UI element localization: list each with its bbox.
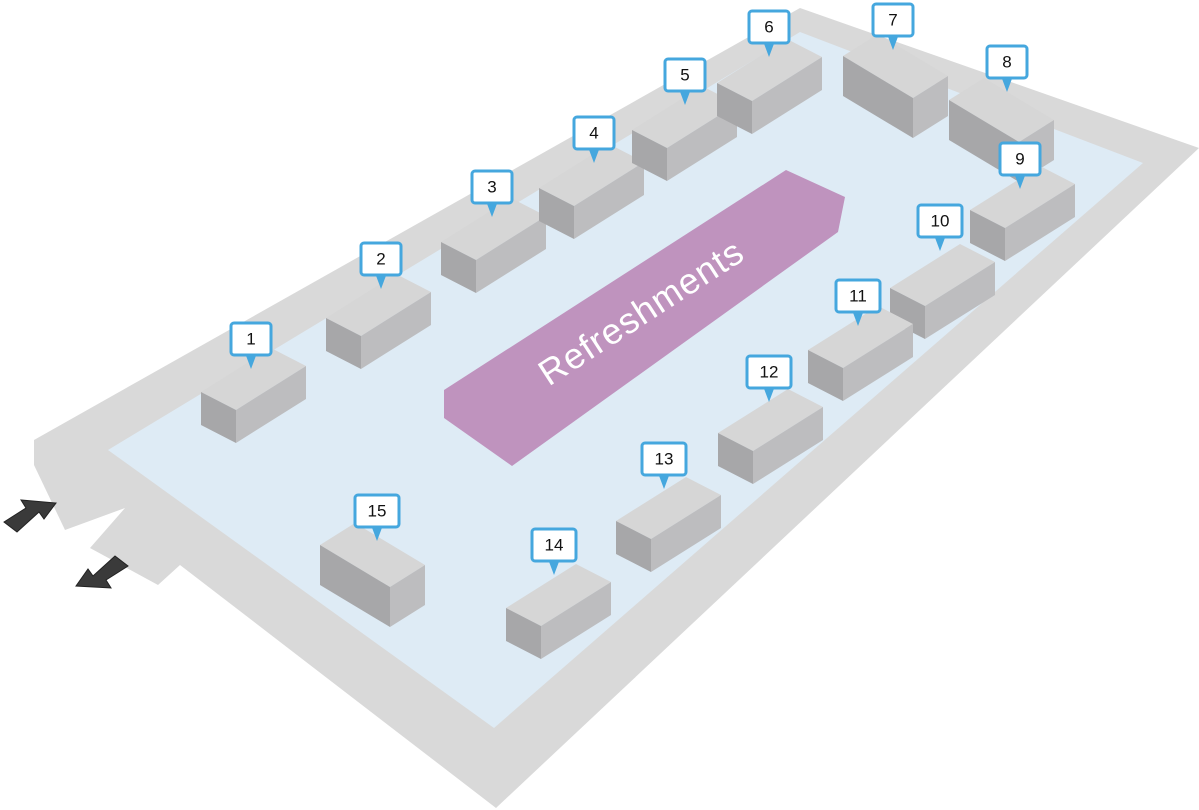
booth-12[interactable]: [718, 389, 823, 484]
booth-number-label: 11: [849, 287, 867, 306]
booth-3[interactable]: [441, 198, 546, 293]
booth-marker-12[interactable]: 12: [745, 354, 793, 402]
booth-number-label: 13: [655, 450, 674, 469]
booth-10[interactable]: [890, 244, 995, 339]
entry-arrow-icon: [3, 499, 57, 533]
booth-marker-4[interactable]: 4: [572, 115, 616, 163]
booth-number-label: 8: [1002, 53, 1011, 72]
booth-marker-7[interactable]: 7: [871, 2, 915, 50]
booth-13[interactable]: [616, 477, 721, 572]
booth-marker-5[interactable]: 5: [663, 57, 707, 105]
booth-marker-10[interactable]: 10: [916, 203, 964, 251]
booth-15[interactable]: [320, 523, 425, 627]
booth-marker-8[interactable]: 8: [985, 44, 1029, 92]
booth-number-label: 4: [589, 124, 598, 143]
booth-6[interactable]: [717, 39, 822, 134]
refreshments-table: [444, 170, 845, 466]
booth-2[interactable]: [326, 274, 431, 369]
booth-number-label: 6: [764, 18, 773, 37]
booth-marker-14[interactable]: 14: [530, 527, 578, 575]
booth-number-label: 15: [368, 502, 387, 521]
booth-marker-15[interactable]: 15: [353, 493, 401, 541]
booth-number-label: 9: [1015, 150, 1024, 169]
booth-number-label: 2: [376, 250, 385, 269]
booth-7[interactable]: [843, 34, 948, 138]
booth-4[interactable]: [539, 144, 644, 239]
booth-1[interactable]: [201, 348, 306, 443]
booth-number-label: 12: [760, 363, 779, 382]
booth-14[interactable]: [506, 564, 611, 659]
booth-11[interactable]: [808, 306, 913, 401]
booth-number-label: 5: [680, 66, 689, 85]
booth-marker-11[interactable]: 11: [834, 278, 882, 326]
booth-marker-6[interactable]: 6: [747, 9, 791, 57]
booth-marker-9[interactable]: 9: [998, 141, 1042, 189]
booth-marker-3[interactable]: 3: [470, 169, 514, 217]
booth-number-label: 14: [545, 536, 564, 555]
booth-marker-13[interactable]: 13: [640, 441, 688, 489]
booth-number-label: 3: [487, 178, 496, 197]
booths-layer: [201, 34, 1075, 659]
booth-5[interactable]: [632, 86, 737, 181]
booth-number-label: 7: [888, 11, 897, 30]
booth-marker-2[interactable]: 2: [359, 241, 403, 289]
booth-9[interactable]: [970, 166, 1075, 261]
exit-arrow-icon: [75, 555, 129, 589]
booth-number-label: 1: [246, 330, 255, 349]
booth-number-label: 10: [931, 212, 950, 231]
booth-marker-1[interactable]: 1: [229, 321, 273, 369]
